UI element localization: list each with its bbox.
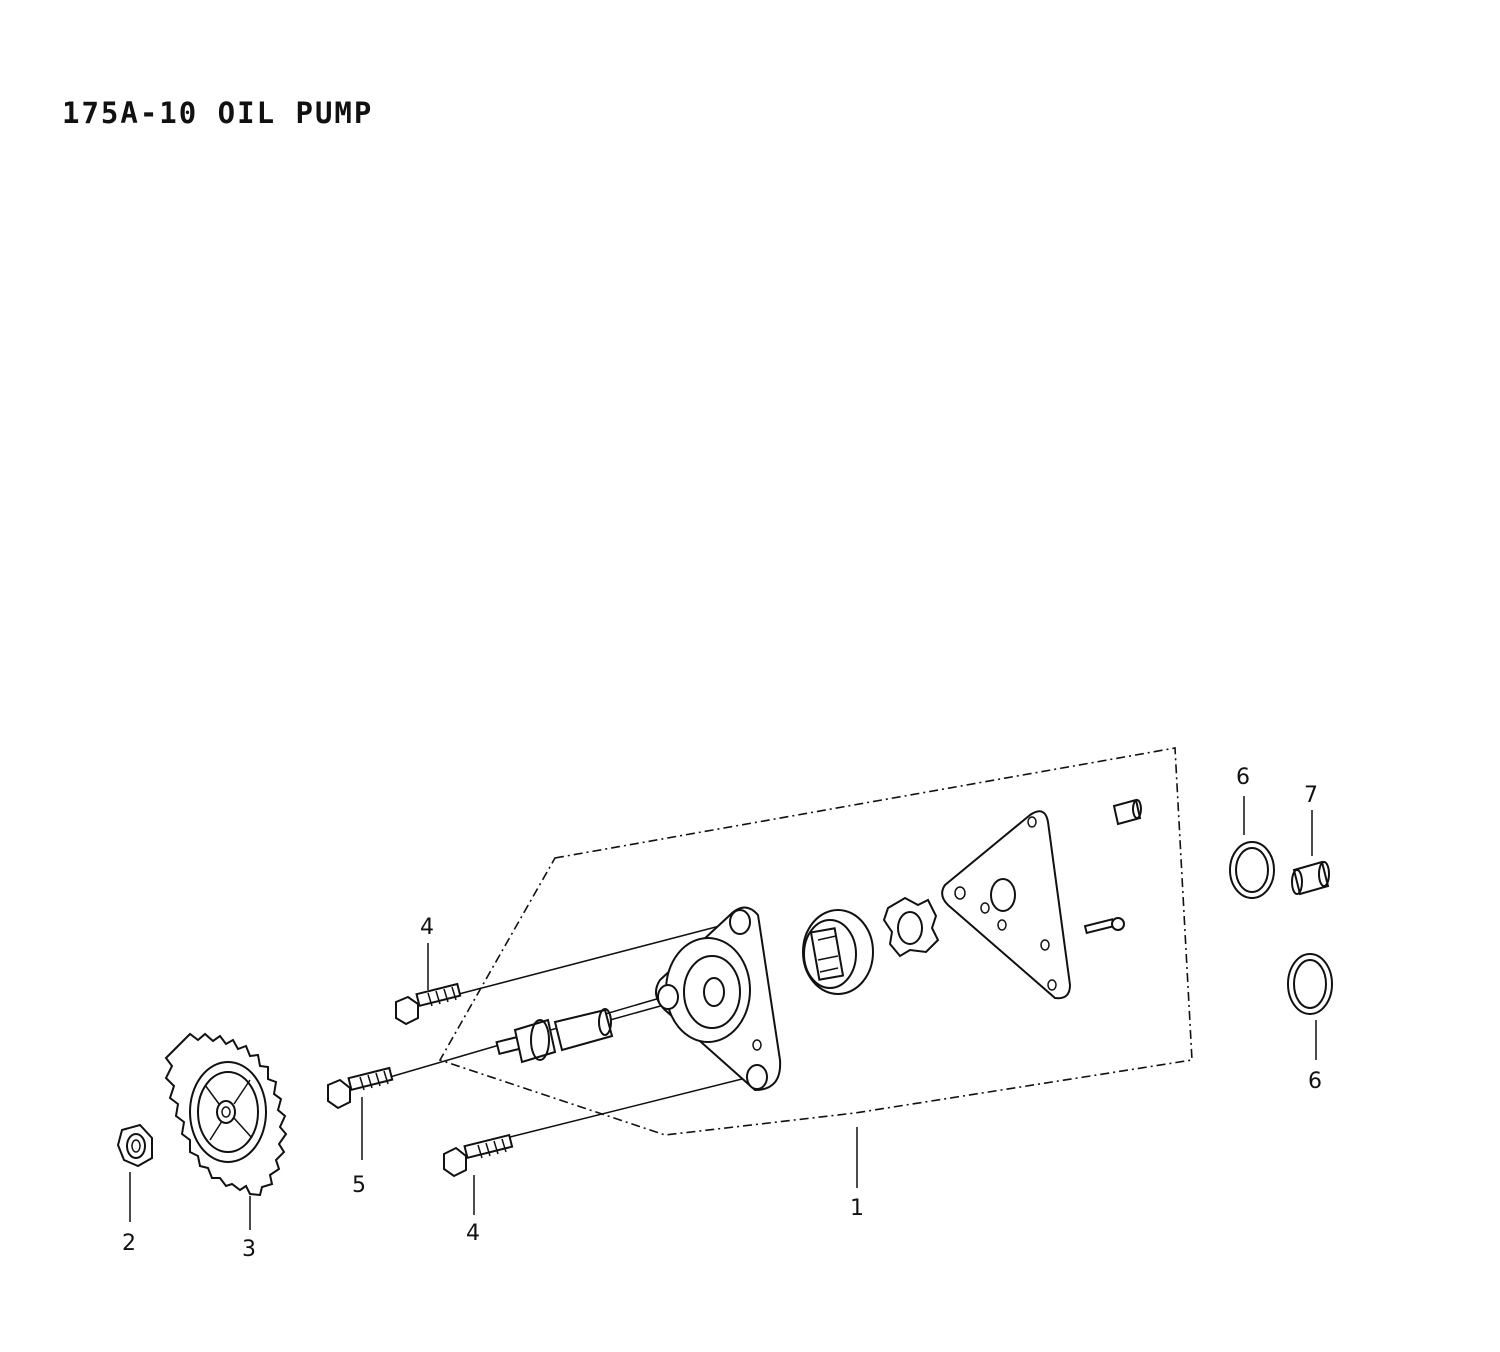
leader-lines bbox=[129, 796, 1317, 1230]
callout-1: 1 bbox=[850, 1196, 864, 1221]
relief-valve bbox=[495, 1008, 614, 1064]
outer-rotor bbox=[802, 909, 874, 995]
bushing bbox=[1291, 860, 1330, 896]
callout-6-lower: 6 bbox=[1308, 1069, 1322, 1094]
callout-4-upper: 4 bbox=[420, 915, 434, 940]
cover-plate bbox=[941, 810, 1072, 1000]
callout-labels: 1 2 3 4 4 5 6 6 7 bbox=[122, 765, 1322, 1262]
callout-5: 5 bbox=[352, 1173, 366, 1198]
o-ring-upper bbox=[1229, 841, 1275, 899]
callout-4-lower: 4 bbox=[466, 1221, 480, 1246]
dowel-pin bbox=[1112, 798, 1142, 826]
callout-6-upper: 6 bbox=[1236, 765, 1250, 790]
nut bbox=[116, 1123, 153, 1168]
bolt-middle bbox=[327, 1066, 394, 1110]
inner-rotor bbox=[882, 896, 940, 958]
callout-3: 3 bbox=[242, 1237, 256, 1262]
page-title: 175A-10 OIL PUMP bbox=[62, 96, 374, 130]
bolt-upper bbox=[395, 982, 462, 1026]
bolt-lower bbox=[443, 1133, 514, 1178]
callout-7: 7 bbox=[1304, 783, 1318, 808]
callout-2: 2 bbox=[122, 1231, 136, 1256]
pump-housing bbox=[655, 906, 782, 1092]
pump-assembly-boundary bbox=[438, 747, 1193, 1136]
small-screw bbox=[1083, 917, 1125, 935]
sprocket bbox=[164, 1032, 288, 1197]
o-ring-lower bbox=[1287, 953, 1333, 1015]
